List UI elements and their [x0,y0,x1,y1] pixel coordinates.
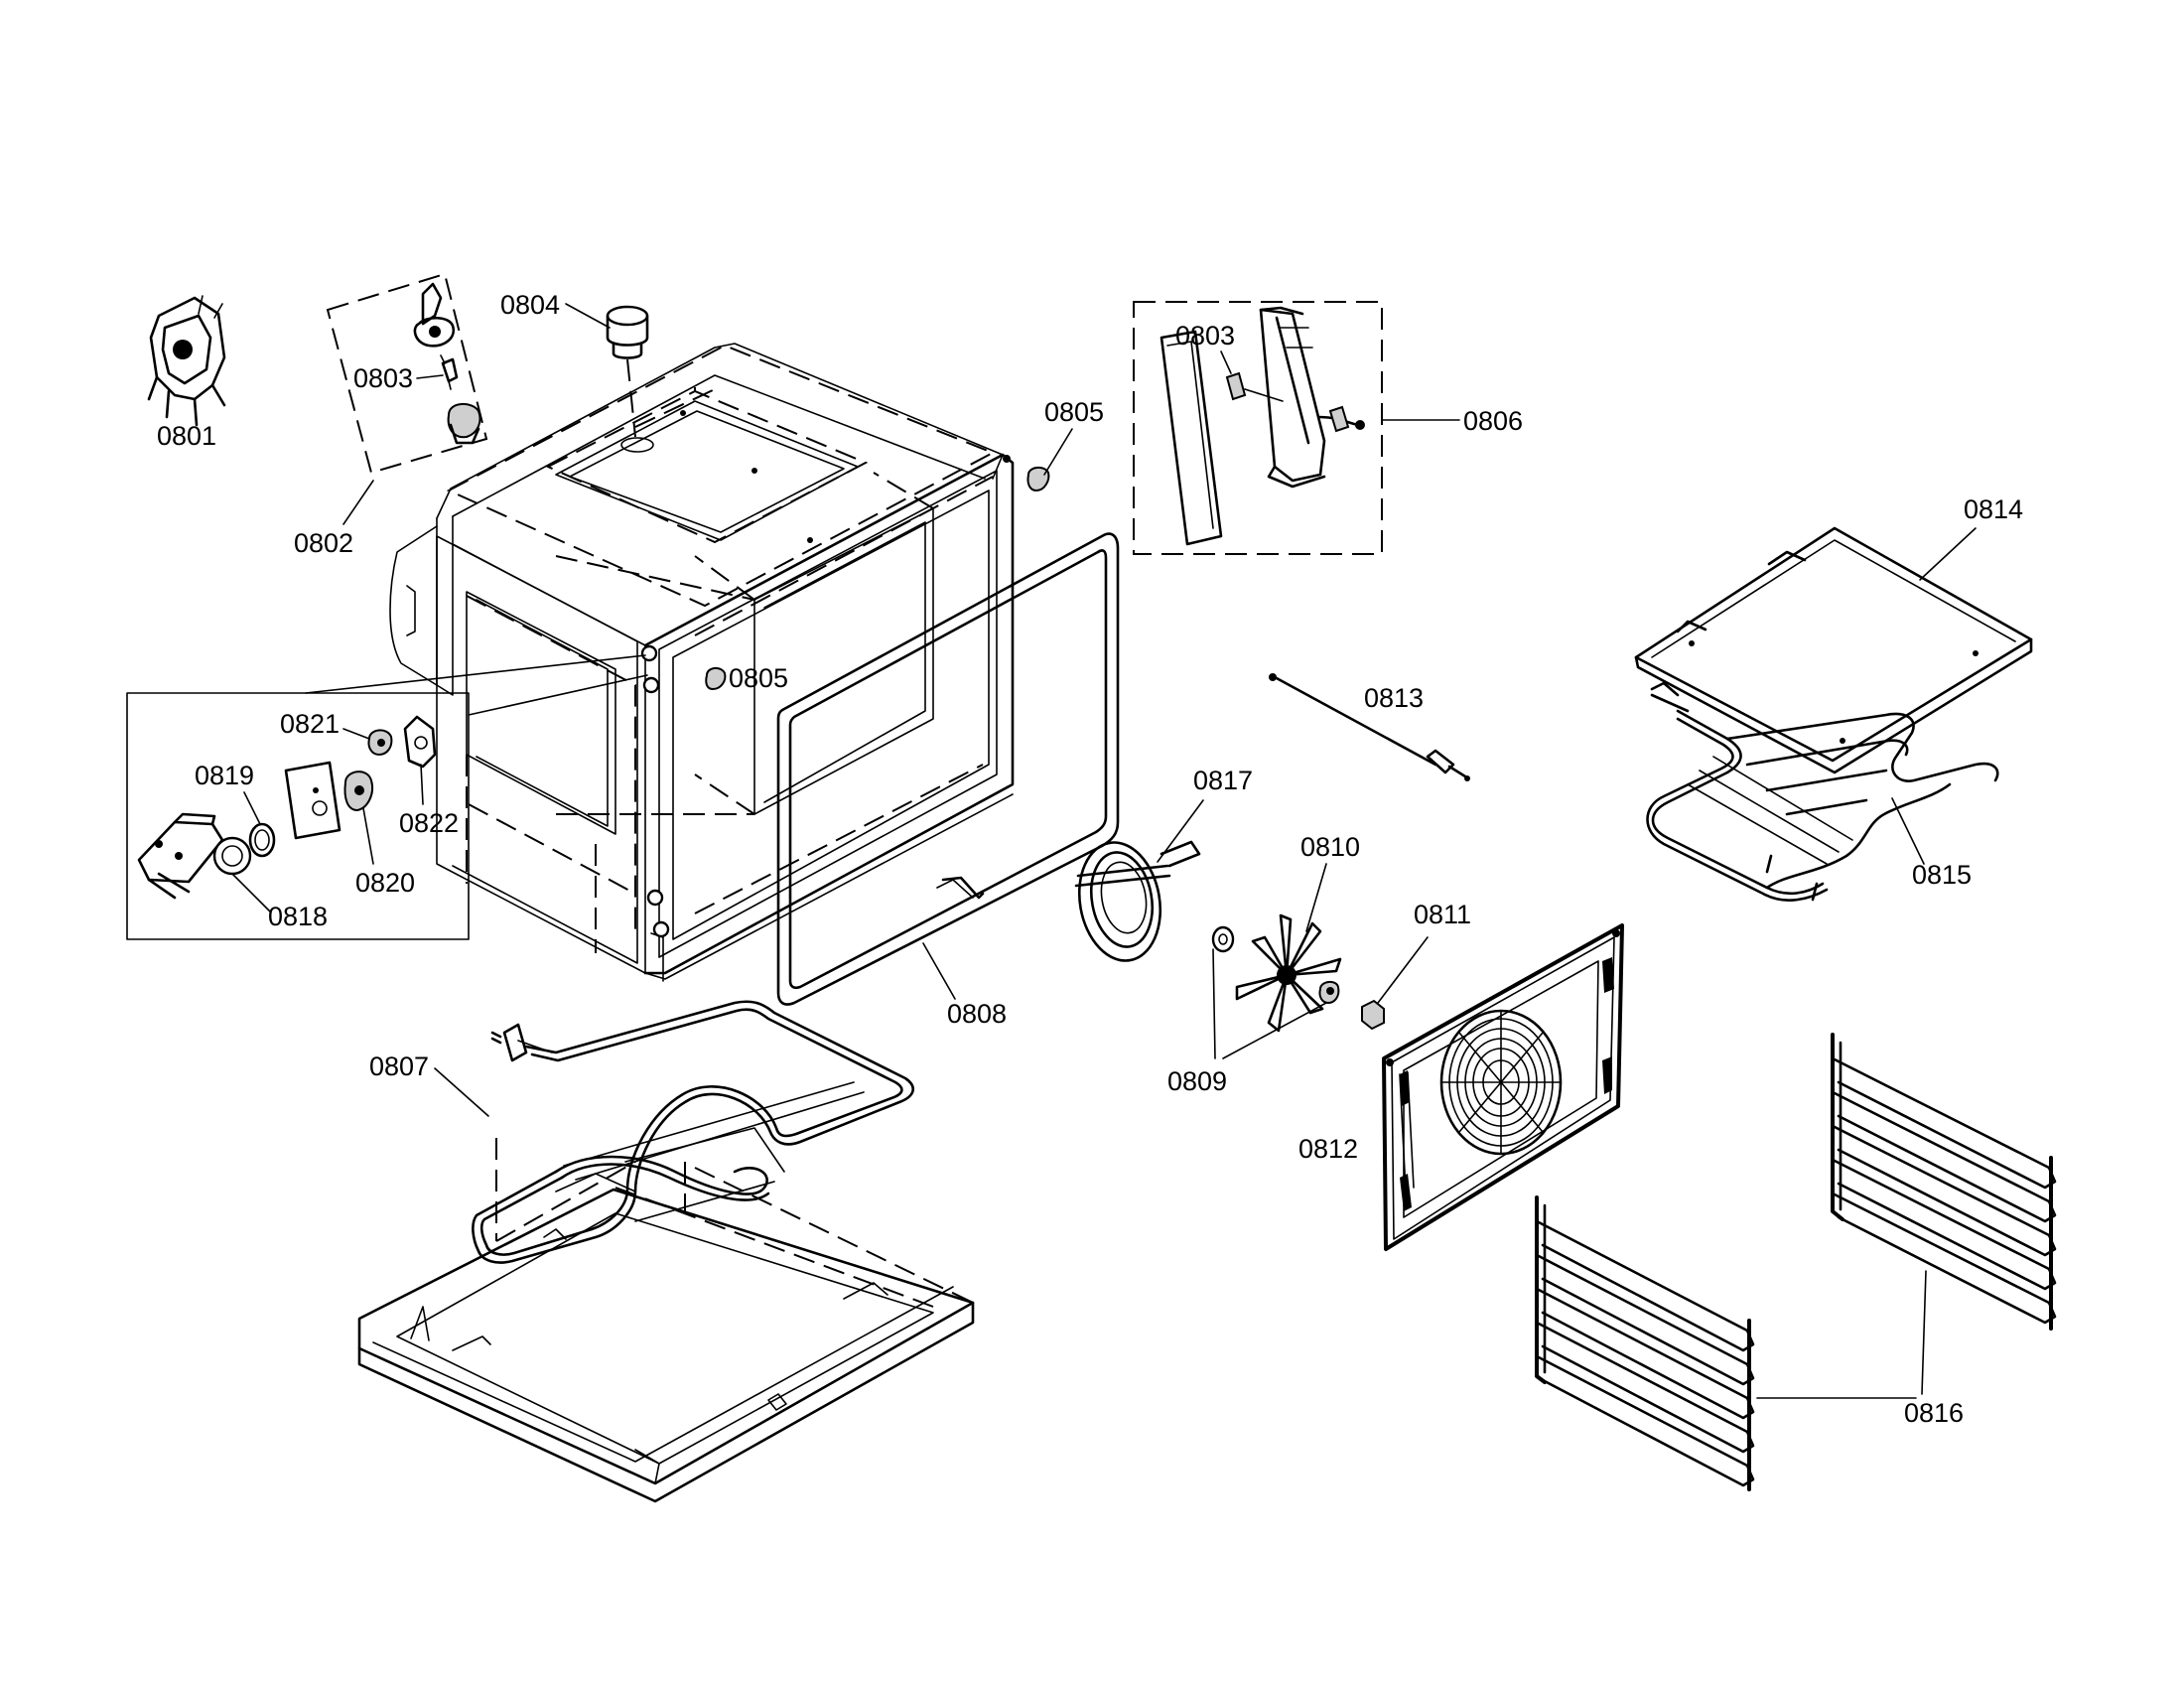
callout-0804: 0804 [500,290,560,320]
callout-0805-b: 0805 [729,663,788,693]
part-0814-broil-cover [1634,526,2033,774]
callout-0801: 0801 [157,421,216,451]
part-0812-fan-cover [1382,923,1624,1251]
part-0813-sensor [1269,673,1470,781]
leader-0802 [342,480,374,525]
callout-0809: 0809 [1167,1066,1227,1096]
leader-0811 [1377,936,1429,1004]
callout-0822: 0822 [399,808,459,838]
callout-0810: 0810 [1300,832,1360,862]
callout-0812: 0812 [1298,1134,1358,1164]
part-0808-door-gasket [776,532,1120,1006]
leader-0807 [434,1067,489,1117]
part-0804-vent [606,305,649,359]
part-0820-knob [343,771,373,812]
leader-0805-a [1043,428,1073,476]
part-0821-bushing [367,729,393,757]
part-0806-lamp-assembly [1133,301,1383,555]
part-oven-cavity [389,343,1015,982]
part-0805-screw-a [1026,467,1050,492]
part-0809-washers [1211,925,1340,1005]
leader-0804 [565,303,611,329]
callout-0819: 0819 [195,761,254,790]
leader-0820 [362,807,374,865]
leader-0810 [1305,863,1327,932]
leader-0803-a [416,374,444,379]
part-0817-convection-element [1074,840,1201,962]
leader-0814 [1919,527,1977,581]
leader-0821 [342,728,370,740]
leader-0822 [420,764,424,805]
part-0802-lamp-group [326,272,488,475]
callout-0803-b: 0803 [1175,321,1235,351]
callout-0805-a: 0805 [1044,397,1104,427]
callout-0807: 0807 [369,1052,429,1081]
part-0805-screw-b [705,667,727,691]
leader-0816-a [1921,1270,1927,1395]
leader-0819 [243,791,261,825]
leader-0815 [1891,797,1925,865]
leader-0803-b [1220,351,1232,374]
leader-0809-b [1222,1002,1327,1059]
callout-0818: 0818 [268,902,328,931]
part-0816-rack-support-left [1535,1195,1755,1491]
callout-0808: 0808 [947,999,1007,1029]
part-0811-nut [1361,999,1385,1031]
leader-0818 [231,873,271,912]
part-0816-rack-support-right [1831,1033,2057,1331]
part-0801-switch [147,295,226,427]
part-0810-fan-blade [1235,913,1342,1033]
part-0815-broil-element [1646,681,1999,902]
part-0822-bracket [403,715,437,769]
callout-0820: 0820 [355,868,415,898]
callout-0815: 0815 [1912,860,1972,890]
callout-0806: 0806 [1463,406,1523,436]
leader-0809-a [1212,948,1216,1059]
part-0819-ring [248,822,276,858]
part-bottom-tray [357,1138,975,1503]
callout-0817: 0817 [1193,766,1253,795]
callout-0802: 0802 [294,528,353,558]
leader-0817 [1157,799,1204,863]
inset-box [126,654,648,940]
leader-0808 [922,942,956,1000]
callout-0803-a: 0803 [353,363,413,393]
part-0807-bake-element [472,1000,914,1264]
callout-0821: 0821 [280,709,340,739]
callout-0811: 0811 [1414,900,1471,929]
leader-0804-dash [626,358,636,438]
callout-0813: 0813 [1364,683,1424,713]
part-0819-plate [284,761,341,840]
callout-0816: 0816 [1904,1398,1964,1428]
callout-0814: 0814 [1964,494,2023,524]
part-0818-switch [137,812,252,900]
